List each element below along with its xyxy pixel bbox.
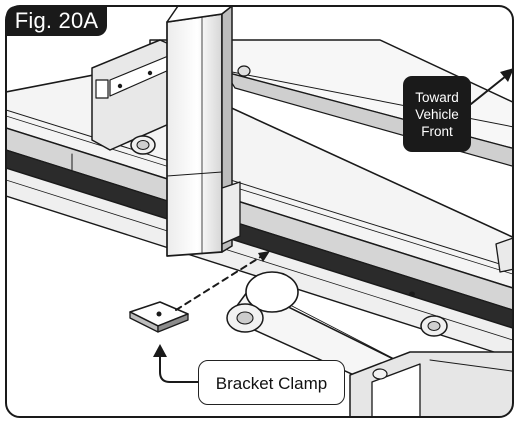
bolt-heads xyxy=(130,65,448,337)
direction-callout-line-3: Front xyxy=(421,123,453,139)
left-bracket xyxy=(91,39,179,151)
explode-dashed-line xyxy=(175,255,263,311)
bracket-clamp-callout: Bracket Clamp xyxy=(198,360,345,405)
bracket-clamp-part xyxy=(129,301,189,333)
direction-callout: Toward Vehicle Front xyxy=(403,76,471,152)
right-hardware xyxy=(495,235,513,273)
part-leader-arrowhead xyxy=(153,344,167,357)
direction-callout-line-1: Toward xyxy=(415,89,459,105)
figure-border xyxy=(5,5,514,418)
direction-arrow-line xyxy=(470,75,507,105)
explode-arrowhead xyxy=(258,251,270,262)
figure-label: Fig. 20A xyxy=(6,6,107,36)
direction-callout-line-2: Vehicle xyxy=(415,106,459,122)
vertical-post xyxy=(166,6,241,257)
right-lower-bracket xyxy=(349,351,513,417)
direction-arrowhead xyxy=(500,68,513,82)
part-leader-line xyxy=(159,353,199,383)
